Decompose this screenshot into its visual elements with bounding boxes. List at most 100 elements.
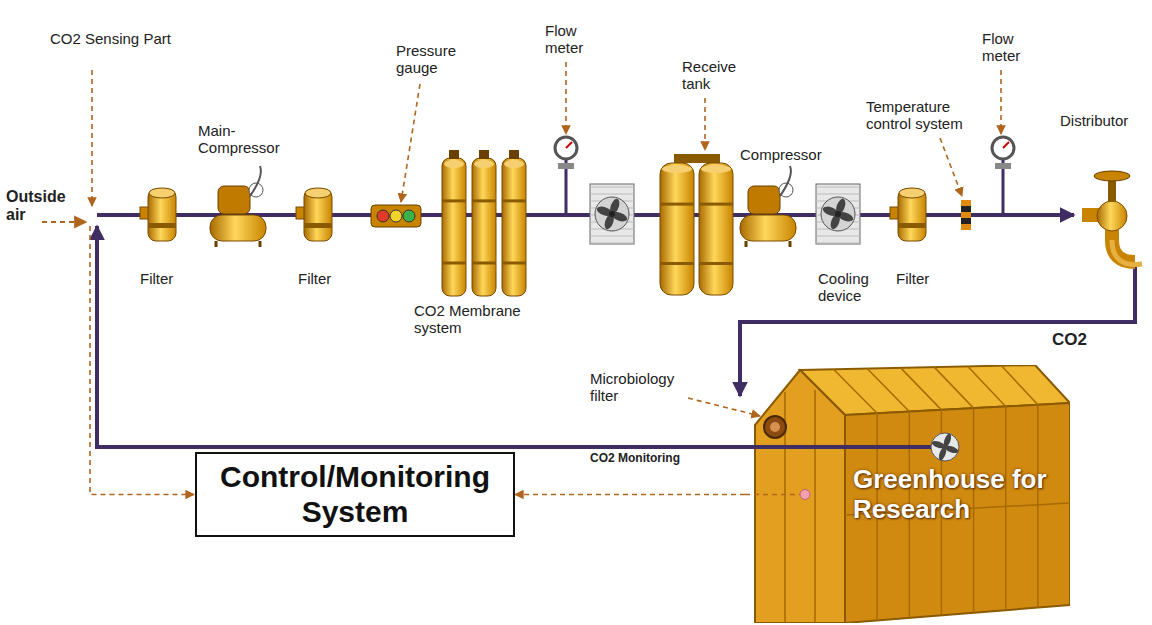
greenhouse-shape-part [931,439,946,449]
pressure-gauge-icon-part [377,210,389,222]
flow-meter-icon [992,137,1014,213]
filter-icon-part [304,189,332,241]
filter-icon-part [898,189,926,241]
part-label: Flow meter [982,30,1032,65]
compressor-icon-part [748,186,780,214]
filter-icon [296,188,332,241]
leader-line [91,70,93,206]
compressor-icon-part [210,215,266,241]
cooler-fan-icon-part [590,184,634,244]
temperature-control-device-part [961,200,971,206]
temperature-control-device-part [961,212,971,218]
cooler-fan-icon-part [835,211,841,217]
flow-meter-icon-part [558,163,574,169]
part-label: CO2 Sensing Part [50,30,180,47]
receive-tank-cylinder-part [699,203,733,206]
leader-line [704,98,706,150]
compressor-icon-part [218,186,250,214]
membrane-cylinder-part [474,160,494,168]
part-label: Receive tank [682,58,742,93]
leader-line [940,138,962,196]
part-label: Microbiology filter [590,370,690,405]
greenhouse-shape-part [1005,406,1007,610]
receive-tank-cylinder-part [660,163,694,295]
filter-icon [890,188,926,241]
part-label: Pressure gauge [396,42,466,77]
compressor-icon [210,166,266,247]
cooler-fan-icon-part [816,243,860,244]
node-title: Control/Monitoring System [209,460,501,529]
temperature-control-device-part [961,218,971,224]
leader-line [401,84,420,202]
sensor-signal-line [90,226,194,495]
greenhouse-shape-part [973,408,975,613]
filter-icon-part [304,223,332,228]
signal-label: CO2 Monitoring [590,452,690,466]
co2-sensor-dot [800,490,810,500]
membrane-cylinder-part [444,160,464,168]
signal-connector [515,494,745,496]
flow-meter-icon-part [555,137,577,159]
cooler-fan-icon-part [590,187,634,188]
flow-meter-icon-part [1003,142,1009,148]
monitor-signal-line [745,494,801,496]
greenhouse-shape-part [931,433,959,461]
cooler-fan-icon-part [816,194,860,195]
greenhouse-node: Greenhouse for Research [745,365,1070,623]
node-title: Greenhouse for Research [853,465,1063,525]
filter-icon-part [149,188,175,198]
receive-tank-cylinder-part [701,165,731,173]
cooler-fan-icon-part [609,211,615,217]
cooler-fan-icon-part [590,236,634,237]
membrane-cylinder-part [472,262,496,265]
compressor-icon-part [250,166,261,196]
temperature-control-device [961,200,971,230]
return-pipe [97,226,745,447]
cooler-fan-icon-part [821,197,855,231]
part-label: Filter [140,270,190,287]
part-label: Flow meter [545,22,595,57]
part-label: Main-Compressor [198,122,288,157]
pressure-gauge-icon-part [371,205,421,227]
compressor-icon-part [216,241,260,247]
control-box: Control/Monitoring System [195,452,515,537]
part-label: Distributor [1060,112,1148,129]
inflow-arrow [42,221,86,223]
greenhouse-shape-part [755,370,845,623]
membrane-cylinder-part [502,199,526,202]
part-label: Cooling device [818,270,888,305]
greenhouse-shape-part [1037,405,1039,608]
receive-tank-cylinder-part [660,203,694,206]
filter-icon [140,188,176,241]
cooler-fan-icon-part [590,194,634,195]
membrane-cap [479,150,489,159]
membrane-cap [449,150,459,159]
distributor-valve-icon-part [1097,201,1127,231]
compressor-icon-part [746,241,790,247]
receive-tank-cylinder-part [660,262,694,265]
leader-line [565,62,567,134]
pressure-gauge-icon-part [390,210,402,222]
temperature-control-device-part [961,206,971,212]
membrane-cylinder-part [502,158,526,296]
part-label: Filter [298,270,348,287]
distributor-valve-icon [1082,171,1142,265]
greenhouse-shape-part [834,369,878,413]
membrane-cylinder [442,158,466,296]
greenhouse-shape-part [934,367,973,408]
compressor-icon [740,166,796,247]
part-label: Compressor [740,146,835,163]
part-label: Filter [896,270,946,287]
part-label: Temperature control system [866,98,986,133]
filter-icon-part [148,223,176,228]
part-label: CO2 Membrane system [414,302,554,337]
membrane-cap [509,150,519,159]
temperature-control-device-part [961,224,971,230]
filter-icon-part [899,188,925,198]
cooler-fan-icon-part [590,243,634,244]
greenhouse-shape-part [901,368,942,410]
membrane-cylinder-part [442,158,466,296]
receive-tank-cylinder-part [699,163,733,295]
membrane-cylinder-part [472,199,496,202]
